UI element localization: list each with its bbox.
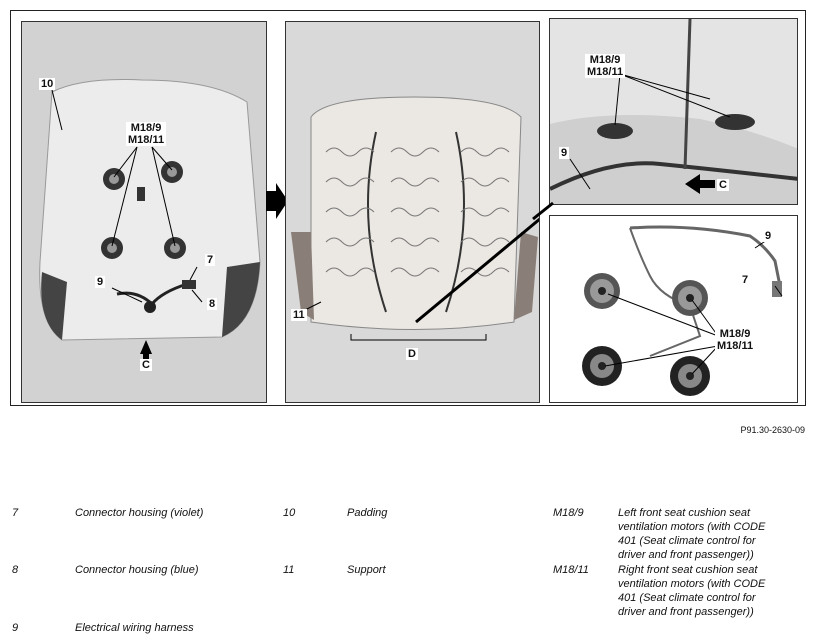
legend-desc: Connector housing (violet) xyxy=(75,507,204,519)
callout-motors-line1: M18/9 xyxy=(130,122,162,134)
seat-underside-illustration xyxy=(22,22,266,402)
callout-motors-line1-d: M18/9 xyxy=(719,328,751,340)
callout-connector-blue: 8 xyxy=(207,298,218,310)
callout-padding: 10 xyxy=(39,78,56,90)
panel-seat-padding: 11 D xyxy=(285,21,540,403)
legend-desc-line: ventilation motors (with CODE xyxy=(618,578,766,590)
legend-desc: Left front seat cushion seat ventilation… xyxy=(618,506,793,562)
legend-desc-line: Left front seat cushion seat xyxy=(618,507,751,519)
panel-motors-harness: 9 7 M18/9 M18/11 xyxy=(549,215,798,403)
callout-view-c: C xyxy=(140,359,152,371)
callout-seat-ventilation-motors-d: M18/9 M18/11 xyxy=(715,328,756,352)
legend-desc-line: Right front seat cushion seat xyxy=(618,564,758,576)
callout-view-c-detail: C xyxy=(717,179,729,191)
legend-desc: Right front seat cushion seat ventilatio… xyxy=(618,563,793,619)
legend-num: 11 xyxy=(283,564,295,576)
callout-view-d: D xyxy=(406,348,418,360)
zoom-indicator-line xyxy=(532,201,554,221)
legend-desc-line: 401 (Seat climate control for xyxy=(618,535,756,547)
legend-desc-line: driver and front passenger)) xyxy=(618,606,754,618)
callout-support: 11 xyxy=(291,309,307,321)
legend-desc: Support xyxy=(347,564,386,576)
panel-view-c-detail: M18/9 M18/11 9 C xyxy=(549,18,798,205)
panel-seat-underside: 10 M18/9 M18/11 7 9 8 C xyxy=(21,21,267,403)
callout-seat-ventilation-motors-c: M18/9 M18/11 xyxy=(585,54,626,78)
callout-connector-violet: 7 xyxy=(205,254,216,266)
legend-desc-line: 401 (Seat climate control for xyxy=(618,592,756,604)
callout-harness: 9 xyxy=(95,276,106,288)
motors-harness-illustration xyxy=(550,216,797,402)
legend-desc-line: ventilation motors (with CODE xyxy=(618,521,766,533)
figure-id: P91.30-2630-09 xyxy=(740,425,805,435)
legend-num: M18/11 xyxy=(553,564,589,576)
seat-padding-illustration xyxy=(286,22,539,402)
legend-num: 8 xyxy=(12,564,19,576)
legend-desc: Electrical wiring harness xyxy=(75,622,194,634)
arrow-right-icon xyxy=(266,183,288,219)
callout-seat-ventilation-motors: M18/9 M18/11 xyxy=(126,122,167,146)
legend-desc: Connector housing (blue) xyxy=(75,564,199,576)
legend-desc-line: driver and front passenger)) xyxy=(618,549,754,561)
figure-frame: 10 M18/9 M18/11 7 9 8 C 11 D xyxy=(10,10,806,406)
callout-motors-line2-c: M18/11 xyxy=(587,66,624,78)
view-c-illustration xyxy=(550,19,797,204)
callout-connector-violet-d: 7 xyxy=(740,274,751,286)
callout-harness-d: 9 xyxy=(763,230,774,242)
legend-desc: Padding xyxy=(347,507,388,519)
legend-num: 10 xyxy=(283,507,296,519)
callout-motors-line2: M18/11 xyxy=(128,134,165,146)
legend-num: M18/9 xyxy=(553,507,584,519)
callout-motors-line1-c: M18/9 xyxy=(589,54,621,66)
callout-motors-line2-d: M18/11 xyxy=(717,340,754,352)
legend-num: 9 xyxy=(12,622,19,634)
callout-harness-c: 9 xyxy=(559,147,570,159)
legend-num: 7 xyxy=(12,507,19,519)
